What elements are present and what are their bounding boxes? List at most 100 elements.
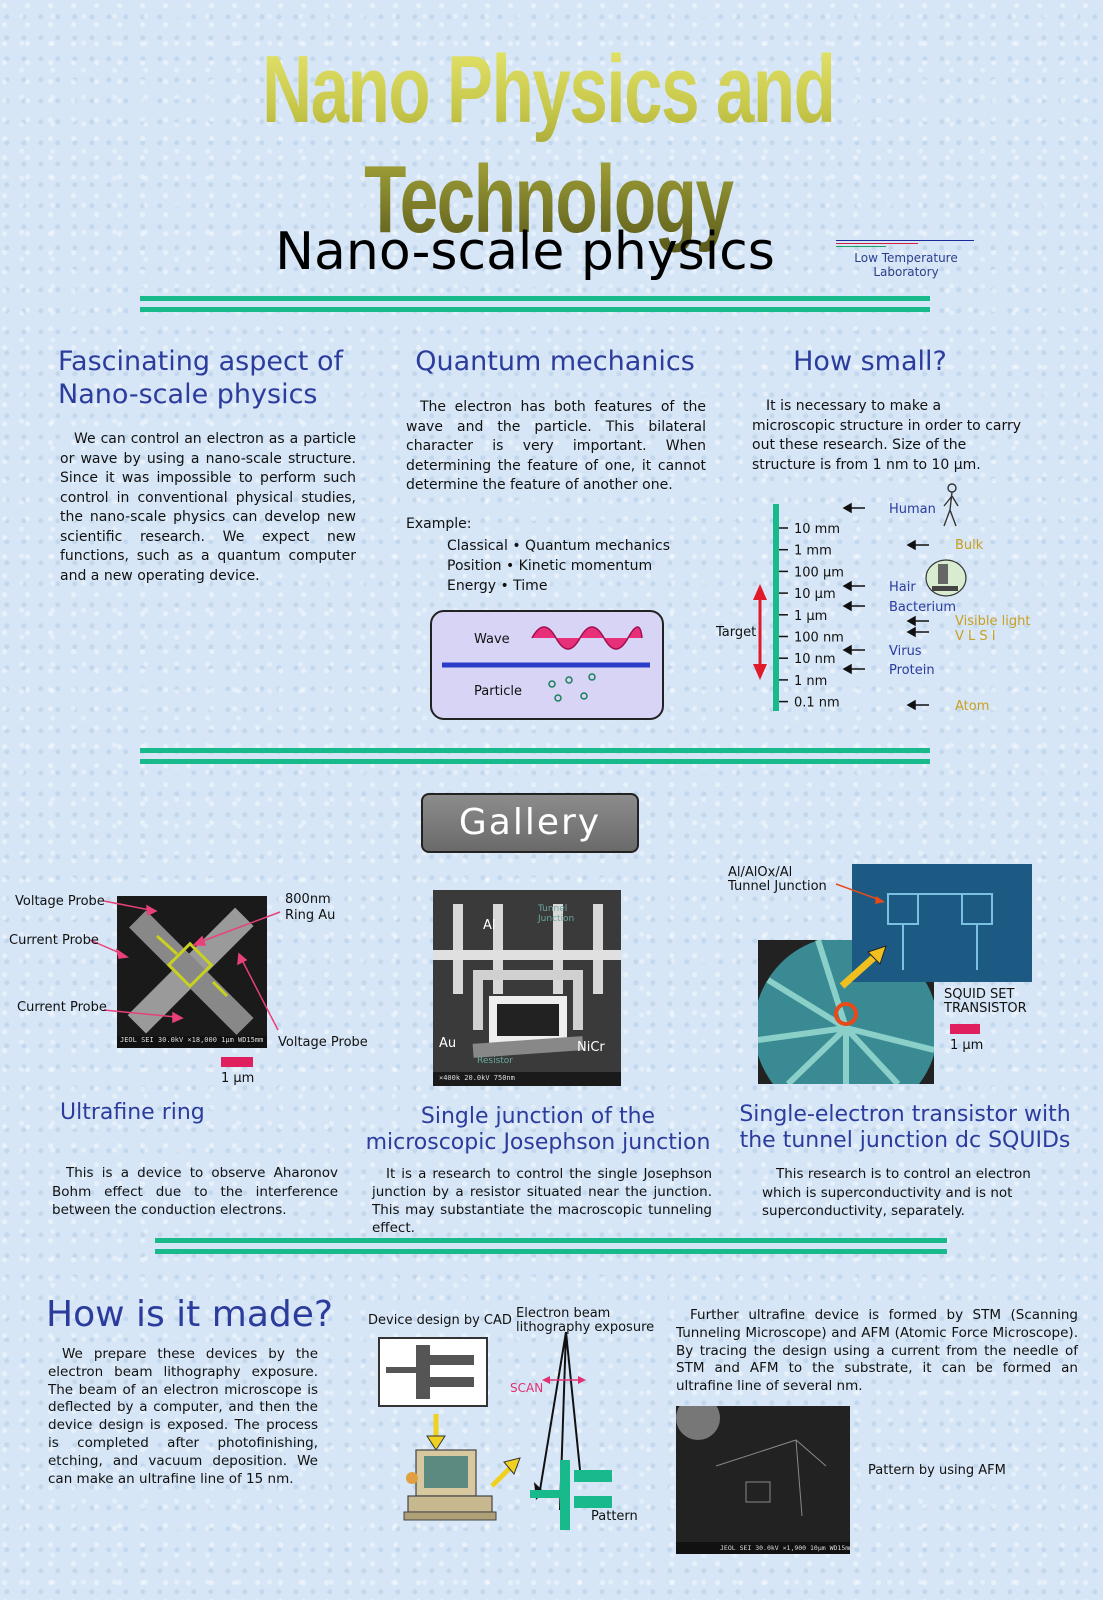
cad-label: Device design by CAD [368,1313,512,1328]
target-label: Target [716,625,757,640]
obj-atom: Atom [955,699,990,714]
scale-tick-label: 10 nm [794,652,836,667]
quantum-heading: Quantum mechanics [415,346,695,377]
scale-tick-label: 1 μm [794,609,827,624]
stm-text: Further ultrafine device is formed by ST… [676,1307,1078,1395]
josephson-label-au: Au [439,1036,457,1051]
squid-label-transistor: SQUID SET TRANSISTOR [944,988,1027,1016]
ebeam-label-line2: lithography exposure [516,1320,655,1335]
josephson-label-resistor: Resistor [477,1056,513,1066]
example-item: Classical • Quantum mechanics [447,538,670,554]
josephson-label-al: Al [483,918,496,933]
quantum-text: The electron has both features of the wa… [406,399,706,493]
how-made-text: We prepare these devices by the electron… [48,1346,318,1487]
how-small-heading: How small? [793,346,947,377]
page-subtitle: Nano-scale physics [275,222,775,282]
lab-logo: Low Temperature Laboratory [836,240,976,279]
ring-scale-bar [221,1057,253,1067]
obj-visible-light: Visible light [955,614,1031,629]
gallery-button[interactable]: Gallery [421,793,639,853]
scale-tick-label: 100 μm [794,565,844,580]
josephson-label-nicr: NiCr [577,1040,605,1055]
example-list: Classical • Quantum mechanics Position •… [447,536,670,596]
ring-scale-label: 1 μm [221,1071,255,1086]
scale-tick-label: 100 nm [794,631,844,646]
wave-particle-box: Wave Particle [430,610,664,720]
human-figure-icon [943,483,959,527]
fascinating-heading-line1: Fascinating aspect of [58,346,343,377]
wave-particle-diagram [442,626,650,702]
cad-design-box [378,1337,488,1407]
pattern-label: Pattern [591,1509,638,1524]
squid-text: This research is to control an electron … [762,1166,1031,1219]
fascinating-heading-line2: Nano-scale physics [58,379,318,410]
ebeam-label: Electron beam lithography exposure [516,1307,654,1335]
afm-label: Pattern by using AFM [868,1463,1006,1478]
squid-label-transistor-line1: SQUID SET [944,987,1015,1002]
main-title: Nano Physics and Technology [151,35,945,255]
lab-name-line1: Low Temperature [854,251,958,265]
computer-icon [403,1449,497,1521]
ring-label-current-bottom: Current Probe [17,1000,107,1015]
fascinating-text: We can control an electron as a particle… [60,431,356,584]
squid-scale-bar [950,1024,980,1034]
example-label: Example: [406,516,472,532]
squid-heading-line2: the tunnel junction dc SQUIDs [739,1128,1071,1153]
obj-vlsi: V L S I [955,629,996,644]
divider-top [140,296,930,324]
josephson-micrograph: Al Tunnel Junction Au NiCr Resistor ×400… [433,890,621,1086]
particle-label: Particle [474,684,523,699]
afm-micrograph: JEOL SEI 30.0kV ×1,900 10μm WD15mm [676,1396,854,1554]
josephson-micrograph-caption: ×400k 20.0kV 750nm [439,1074,515,1082]
divider-bottom [155,1238,947,1266]
ring-callout-arrows [89,900,281,1031]
squid-junction-art [887,893,993,970]
obj-protein: Protein [889,663,935,678]
fascinating-heading: Fascinating aspect of Nano-scale physics [58,345,388,411]
ring-heading: Ultrafine ring [60,1100,205,1125]
ebeam-label-line1: Electron beam [516,1306,611,1321]
how-small-text: It is necessary to make a microscopic st… [752,398,1022,473]
lab-name-line2: Laboratory [873,265,939,279]
afm-micrograph-caption: JEOL SEI 30.0kV ×1,900 10μm WD15mm [720,1544,854,1552]
afm-micrograph-art [676,1396,850,1554]
object-arrows [842,502,929,711]
ring-label-voltage-top: Voltage Probe [15,894,105,909]
obj-bacterium: Bacterium [889,600,956,615]
ring-label-material: Ring Au [285,908,336,923]
ring-label-voltage-right: Voltage Probe [278,1035,368,1050]
squid-label-junction-line2: Tunnel Junction [728,879,827,894]
scan-label: SCAN [510,1381,544,1395]
squid-label-junction-line1: Al/AlOx/Al [728,865,793,880]
squid-heading: Single-electron transistor with the tunn… [730,1102,1080,1154]
obj-bulk: Bulk [955,538,984,553]
josephson-heading: Single junction of the microscopic Josep… [360,1104,716,1156]
obj-hair: Hair [889,580,916,595]
josephson-text: It is a research to control the single J… [372,1166,712,1236]
squid-micrograph-junction [852,864,1032,982]
obj-virus: Virus [889,644,922,659]
ring-micrograph-caption: JEOL SEI 30.0kV ×18,000 1μm WD15mm [120,1036,264,1044]
squid-scale-label: 1 μm [950,1038,984,1053]
squid-label-junction: Al/AlOx/Al Tunnel Junction [728,866,827,894]
ring-label-current-top: Current Probe [9,933,99,948]
wave-label: Wave [474,632,510,647]
squid-label-transistor-line2: TRANSISTOR [944,1001,1027,1016]
how-made-heading: How is it made? [46,1294,333,1335]
example-item: Energy • Time [447,578,548,594]
ring-label-size: 800nm [285,892,331,907]
fabrication-diagram [403,1331,612,1530]
scale-tick-label: 0.1 nm [794,696,840,711]
target-arrow-head-down [753,664,767,680]
example-item: Position • Kinetic momentum [447,558,653,574]
lab-logo-lines [836,240,976,248]
microscope-icon [925,559,967,597]
ring-micrograph: JEOL SEI 30.0kV ×18,000 1μm WD15mm [117,896,267,1048]
obj-human: Human [889,502,936,517]
josephson-label-tunnel: Tunnel Junction [538,904,575,924]
scale-tick-label: 10 mm [794,522,840,537]
squid-callout-arrows [835,883,887,989]
scale-tick-label: 10 μm [794,587,836,602]
